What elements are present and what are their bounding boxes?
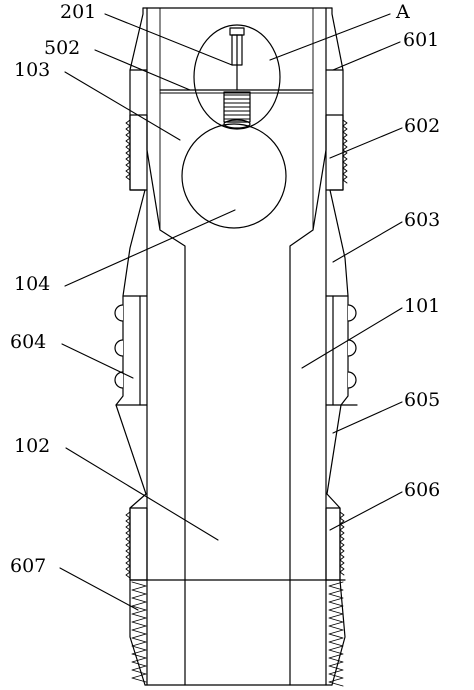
leader-603 [332, 221, 403, 263]
roller-right-1 [347, 304, 357, 322]
leader-103 [64, 71, 181, 141]
upper-left-thread [125, 119, 131, 181]
inner-walls [146, 7, 327, 686]
lower-left-thread [125, 511, 131, 579]
leader-201 [104, 13, 233, 66]
middle-band [114, 295, 358, 406]
label-103: 103 [14, 59, 51, 81]
label-606: 606 [404, 479, 441, 501]
detail-a-circle [193, 24, 281, 130]
leader-607 [59, 567, 139, 611]
label-502: 502 [44, 37, 81, 59]
leader-601 [332, 41, 401, 71]
valve-spring [223, 94, 251, 120]
lower-right-collar [325, 507, 341, 581]
upper-thread-section [125, 114, 348, 191]
leader-104 [64, 209, 236, 287]
ball [181, 123, 287, 229]
leader-605 [332, 401, 403, 434]
upper-left-collar [129, 114, 148, 191]
valve-guide [231, 34, 243, 66]
bottom-thread-pin [129, 579, 346, 687]
roller-right-3 [347, 371, 357, 389]
valve-seat [223, 119, 251, 129]
pin-left-thread [131, 581, 147, 683]
spring-housing [223, 91, 251, 123]
label-605: 605 [404, 389, 441, 411]
right-inner-wall [289, 7, 327, 686]
leader-502 [94, 49, 191, 91]
leader-lines [59, 13, 403, 611]
leader-A [269, 13, 391, 61]
label-601: 601 [403, 29, 440, 51]
label-607: 607 [10, 555, 47, 577]
label-A: A [396, 1, 410, 23]
label-102: 102 [14, 435, 51, 457]
roller-right-2 [347, 339, 357, 357]
leader-102 [65, 447, 219, 541]
roller-left-2 [114, 339, 124, 357]
label-604: 604 [10, 331, 47, 353]
valve-cap [229, 27, 245, 36]
label-603: 603 [404, 209, 441, 231]
left-inner-wall [146, 7, 186, 686]
leader-606 [329, 491, 403, 531]
upper-right-collar [325, 114, 344, 191]
label-104: 104 [14, 273, 51, 295]
leader-101 [301, 307, 403, 369]
leader-604 [61, 343, 134, 379]
label-602: 602 [404, 115, 441, 137]
roller-left-1 [114, 304, 124, 322]
pin-right-thread [328, 581, 344, 687]
lower-right-thread [339, 511, 345, 576]
lower-thread-section [125, 507, 345, 581]
lower-left-collar [129, 507, 148, 581]
valve-assembly [159, 24, 314, 130]
label-201: 201 [60, 1, 97, 23]
roller-left-3 [114, 371, 124, 389]
leader-602 [329, 127, 403, 159]
label-101: 101 [404, 295, 441, 317]
